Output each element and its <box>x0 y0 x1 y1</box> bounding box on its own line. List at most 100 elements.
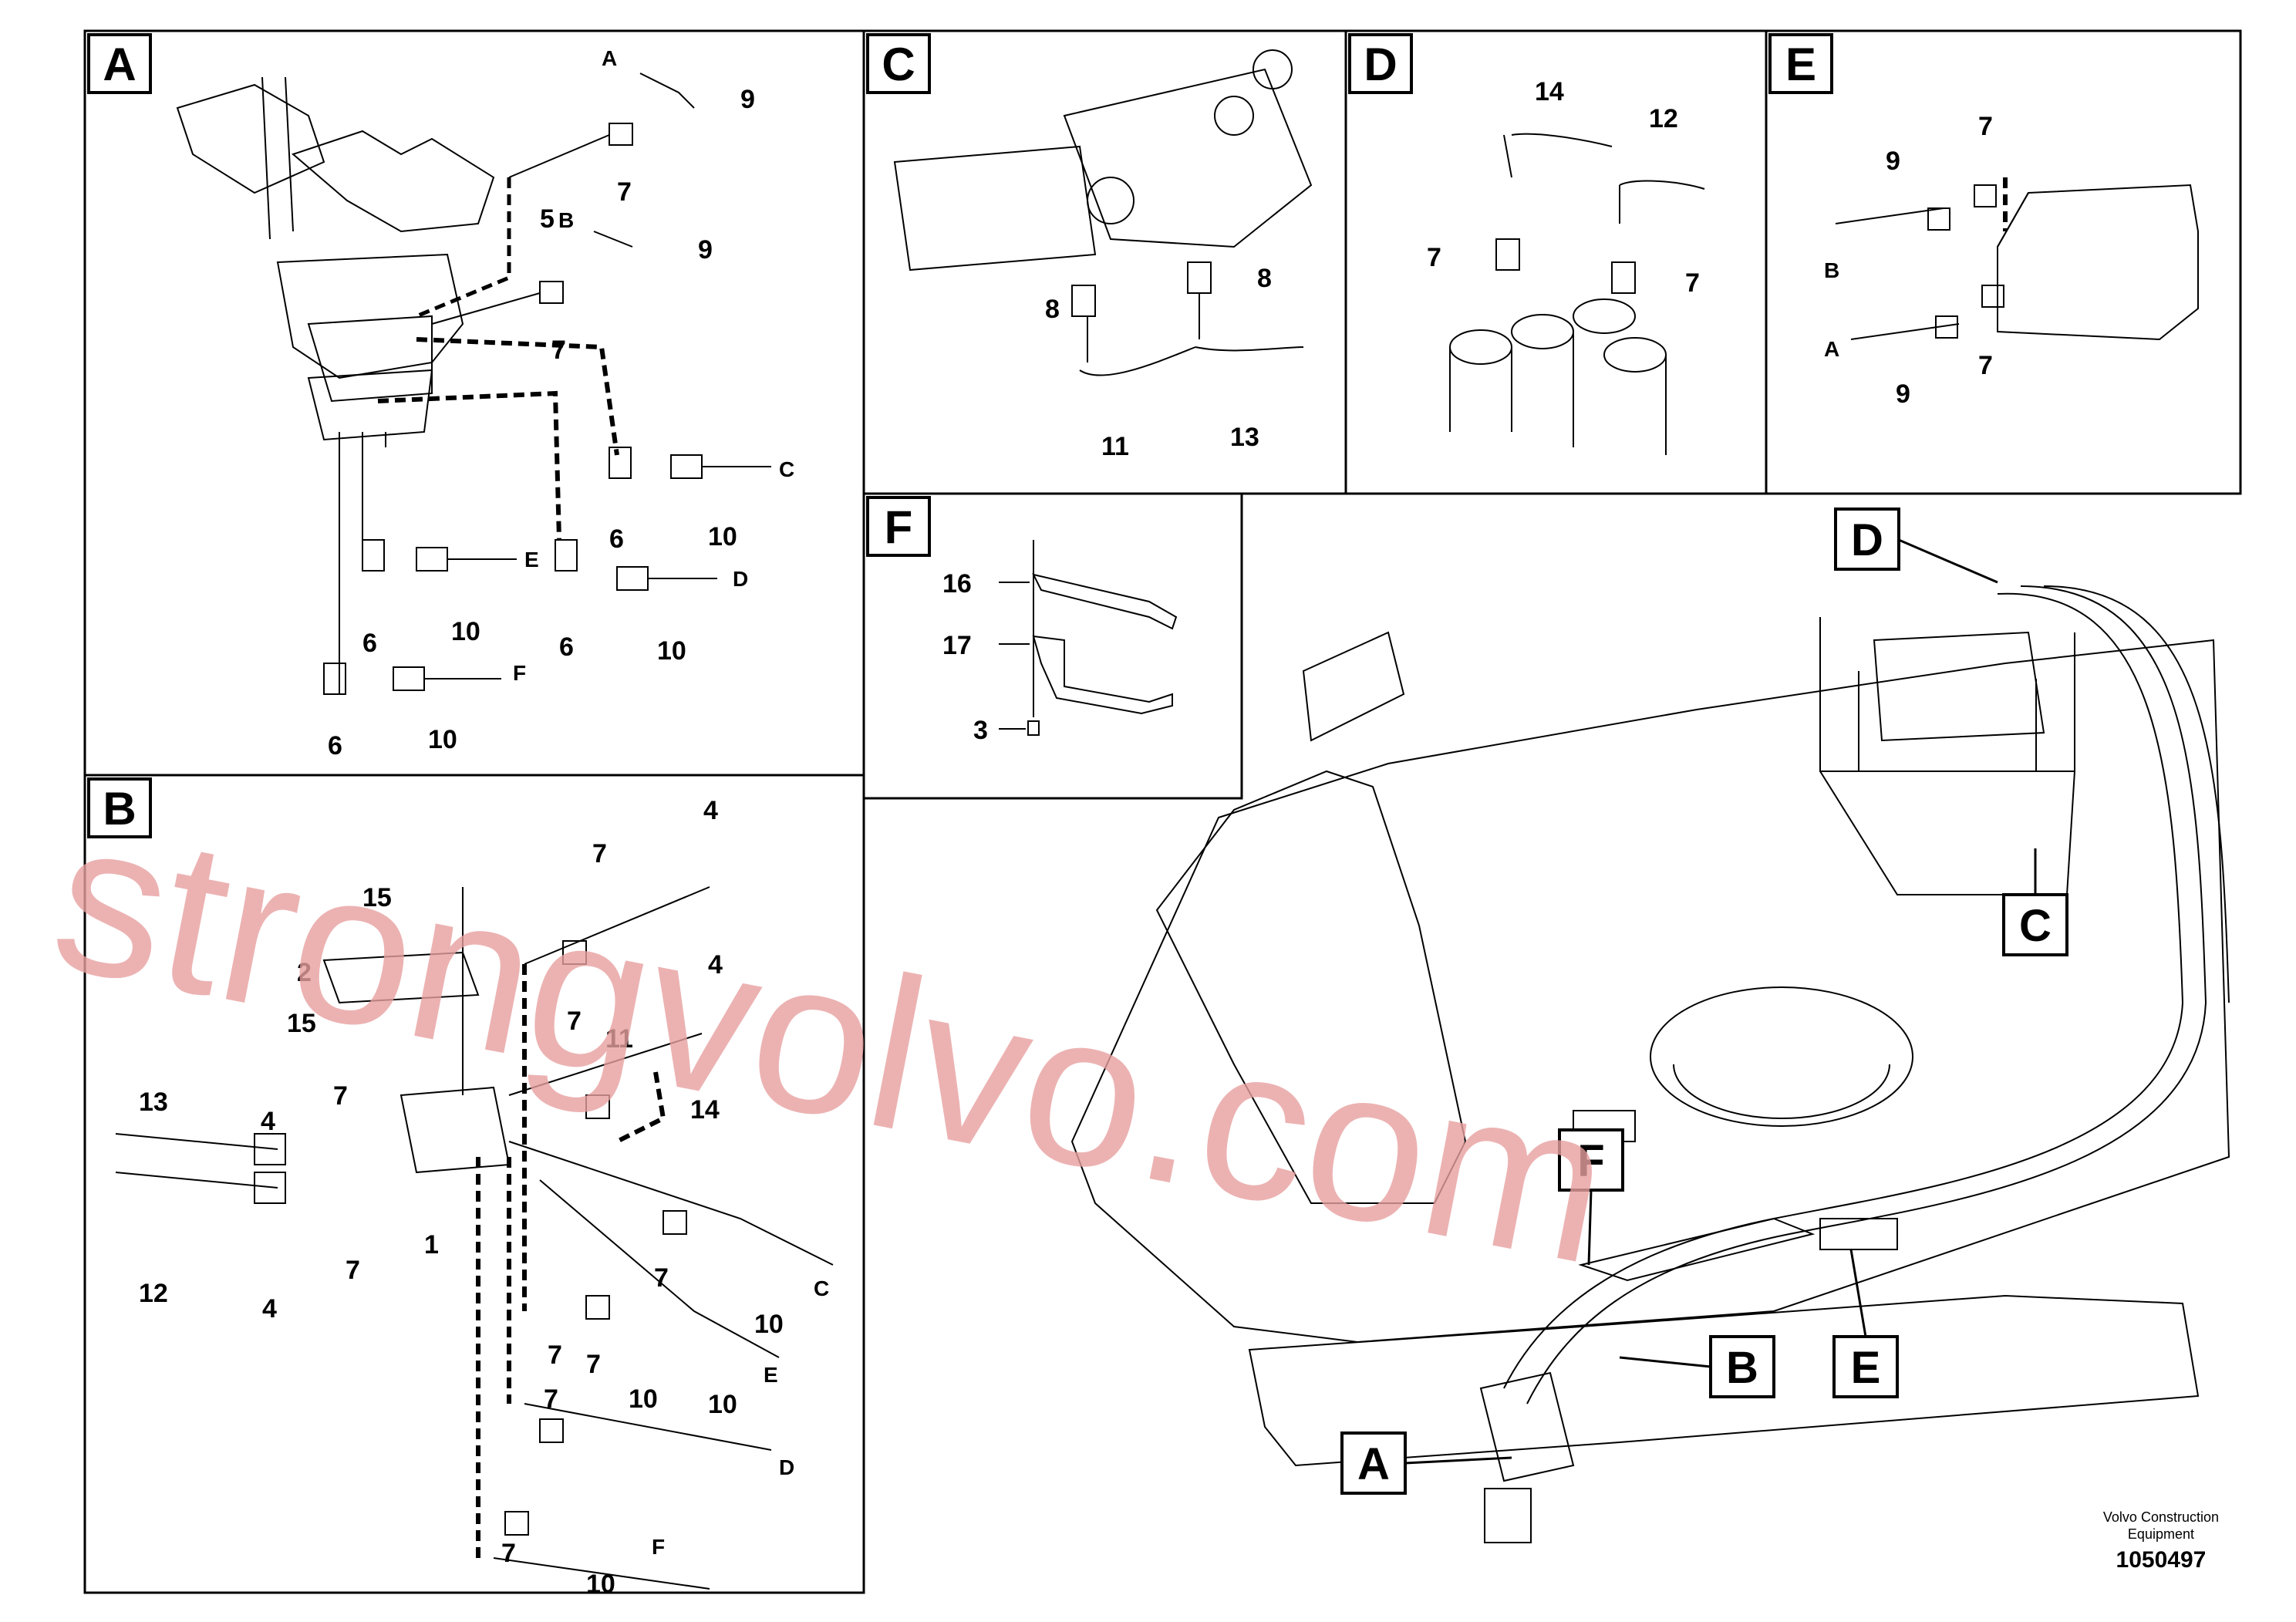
svg-text:13: 13 <box>139 1088 168 1117</box>
panel-e-callouts: A B 7 7 9 9 <box>1824 112 1993 409</box>
svg-text:7: 7 <box>333 1081 348 1111</box>
svg-text:7: 7 <box>1685 268 1700 298</box>
overview-callout-e: E <box>1851 1343 1881 1393</box>
svg-text:10: 10 <box>708 522 737 551</box>
svg-text:12: 12 <box>1649 104 1678 133</box>
panel-a-drawing <box>176 73 771 695</box>
svg-text:B: B <box>558 208 574 232</box>
panel-a-callouts: A B C D E F 5 6 6 6 6 7 7 9 9 10 10 10 1… <box>328 46 794 760</box>
svg-text:E: E <box>764 1363 778 1387</box>
svg-text:A: A <box>1824 337 1839 361</box>
svg-text:7: 7 <box>551 336 566 365</box>
svg-text:10: 10 <box>708 1390 737 1419</box>
panel-a-letter: A <box>103 39 136 90</box>
svg-text:7: 7 <box>592 839 607 868</box>
svg-text:13: 13 <box>1230 423 1259 452</box>
svg-text:9: 9 <box>740 85 755 114</box>
svg-text:10: 10 <box>586 1570 615 1599</box>
panel-c-drawing <box>893 49 1313 376</box>
svg-text:7: 7 <box>567 1007 582 1036</box>
svg-text:11: 11 <box>1101 432 1129 461</box>
panel-b-callouts: 1 2 4 4 4 4 7 7 7 7 7 7 7 7 7 10 10 10 1… <box>139 796 829 1599</box>
overview-callout-d: D <box>1851 515 1883 565</box>
svg-text:17: 17 <box>942 631 972 660</box>
svg-text:4: 4 <box>262 1294 277 1324</box>
svg-text:10: 10 <box>451 617 480 646</box>
overview-leader-lines <box>1404 538 2037 1465</box>
overview-callout-f: F <box>1577 1136 1604 1186</box>
svg-text:5: 5 <box>540 204 555 234</box>
overview-callout-b: B <box>1726 1343 1758 1393</box>
panel-b-letter: B <box>103 783 136 835</box>
svg-text:9: 9 <box>1886 147 1900 176</box>
svg-text:6: 6 <box>328 731 342 760</box>
panel-letter-boxes <box>87 33 1833 838</box>
overview-callout-c: C <box>2019 901 2052 951</box>
svg-text:4: 4 <box>703 796 718 825</box>
svg-text:E: E <box>524 548 539 572</box>
panel-d-callouts: 7 7 12 14 <box>1427 77 1700 298</box>
svg-text:4: 4 <box>708 950 723 980</box>
panel-f-callouts: 3 16 17 <box>942 569 988 745</box>
svg-text:7: 7 <box>586 1350 601 1379</box>
panel-c-frame <box>862 29 1347 495</box>
panel-f-frame <box>862 492 1243 800</box>
svg-text:8: 8 <box>1257 264 1272 293</box>
svg-text:7: 7 <box>548 1340 562 1370</box>
svg-text:14: 14 <box>1535 77 1564 106</box>
panel-c-callouts: 8 8 11 13 <box>1045 264 1272 461</box>
svg-text:1: 1 <box>424 1230 439 1259</box>
svg-text:10: 10 <box>754 1310 784 1339</box>
svg-text:D: D <box>779 1455 794 1479</box>
panel-e-frame <box>1765 29 2242 495</box>
svg-text:15: 15 <box>287 1009 316 1038</box>
svg-text:6: 6 <box>609 524 624 554</box>
panel-b-drawing <box>115 886 834 1590</box>
svg-text:11: 11 <box>605 1024 633 1054</box>
watermark-text: strongvolvo.com <box>37 774 1627 1310</box>
svg-text:10: 10 <box>428 725 457 754</box>
svg-text:6: 6 <box>559 632 574 662</box>
svg-text:15: 15 <box>362 883 392 912</box>
svg-text:9: 9 <box>698 235 713 265</box>
svg-text:7: 7 <box>1978 351 1993 380</box>
svg-text:8: 8 <box>1045 295 1060 324</box>
svg-text:4: 4 <box>261 1107 275 1136</box>
svg-text:7: 7 <box>654 1263 669 1293</box>
panel-e-letter: E <box>1785 39 1816 90</box>
drawing-number: 1050497 <box>2116 1547 2207 1573</box>
svg-text:12: 12 <box>139 1279 168 1308</box>
panel-e-drawing <box>1835 177 2199 341</box>
svg-text:16: 16 <box>942 569 972 599</box>
company-line-1: Volvo Construction <box>2102 1509 2219 1525</box>
panel-b-frame <box>83 774 865 1594</box>
svg-text:7: 7 <box>346 1256 360 1285</box>
panel-d-letter: D <box>1364 39 1397 90</box>
svg-text:3: 3 <box>973 716 988 745</box>
panel-f-letter: F <box>885 501 913 553</box>
panel-f-drawing <box>999 540 1178 736</box>
footer-block: Volvo Construction Equipment 1050497 <box>2103 1509 2219 1573</box>
panel-d-drawing <box>1449 133 1705 455</box>
overview-callout-a: A <box>1357 1439 1390 1489</box>
svg-text:7: 7 <box>1978 112 1993 141</box>
svg-text:C: C <box>814 1276 829 1300</box>
svg-text:9: 9 <box>1896 379 1910 409</box>
svg-text:B: B <box>1824 258 1839 282</box>
svg-text:10: 10 <box>657 636 686 666</box>
svg-text:C: C <box>779 457 794 481</box>
svg-text:7: 7 <box>544 1384 558 1414</box>
svg-text:F: F <box>652 1535 665 1559</box>
svg-text:10: 10 <box>629 1384 658 1414</box>
svg-text:7: 7 <box>617 177 632 207</box>
svg-text:7: 7 <box>501 1539 516 1568</box>
company-line-2: Equipment <box>2127 1526 2194 1542</box>
svg-text:A: A <box>602 46 617 70</box>
svg-text:D: D <box>733 567 748 591</box>
svg-text:6: 6 <box>362 629 377 658</box>
panel-a-frame <box>83 29 865 777</box>
panel-c-letter: C <box>882 39 915 90</box>
svg-text:7: 7 <box>1427 243 1441 272</box>
svg-text:F: F <box>513 661 526 685</box>
